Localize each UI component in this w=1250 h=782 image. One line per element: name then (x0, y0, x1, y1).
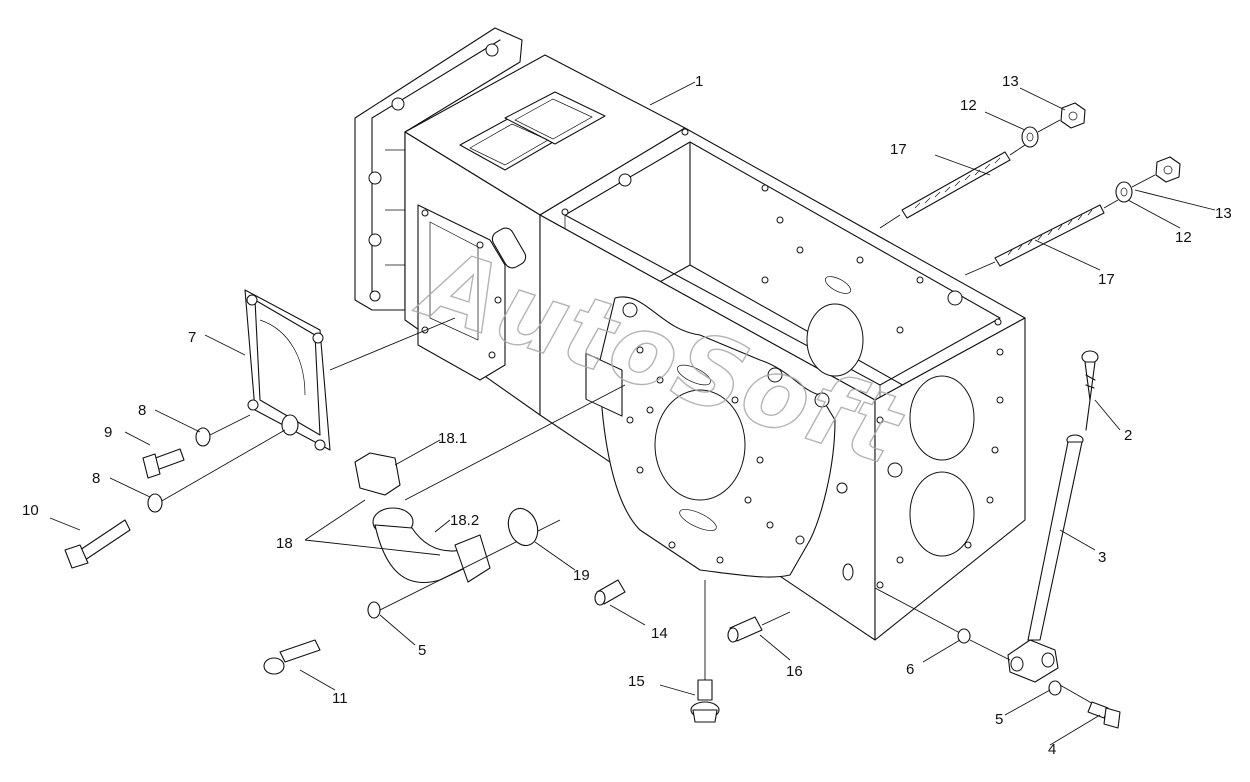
callout-13-lower: 13 (1215, 205, 1232, 222)
dowel-pin-16 (727, 611, 791, 643)
callout-18-1: 18.1 (438, 430, 467, 447)
callout-19: 19 (573, 567, 590, 584)
stud-assembly-upper (879, 102, 1086, 229)
bolt-10 (64, 429, 286, 569)
callout-15: 15 (628, 673, 645, 690)
sensor-15 (690, 580, 720, 723)
callout-1: 1 (695, 73, 703, 90)
side-cover (244, 289, 456, 451)
callout-10: 10 (22, 502, 39, 519)
dowel-pin-14 (594, 579, 626, 606)
callout-18: 18 (276, 535, 293, 552)
callout-11: 11 (332, 690, 348, 707)
callout-5-right: 5 (995, 711, 1003, 728)
callout-17-upper: 17 (890, 141, 907, 158)
callout-12-upper: 12 (960, 97, 977, 114)
callout-8-upper: 8 (138, 402, 146, 419)
dipstick-tube (1007, 434, 1084, 683)
bolt-9 (142, 414, 251, 479)
callout-7: 7 (188, 329, 196, 346)
callout-17-lower: 17 (1098, 271, 1115, 288)
callout-16: 16 (786, 663, 803, 680)
o-ring-6 (874, 587, 1011, 661)
bolt-4 (1048, 680, 1121, 729)
dipstick (1081, 350, 1099, 431)
callout-12-lower: 12 (1175, 229, 1192, 246)
gearbox-housing (354, 27, 1026, 641)
bolt-11 (263, 639, 321, 675)
stud-assembly-lower (964, 156, 1181, 276)
callout-18-2: 18.2 (450, 512, 479, 529)
callout-8-lower: 8 (92, 470, 100, 487)
callout-3: 3 (1098, 549, 1106, 566)
callout-4: 4 (1048, 741, 1056, 758)
callout-leaders (49, 81, 1216, 746)
callout-6: 6 (906, 661, 914, 678)
callout-13-upper: 13 (1002, 73, 1019, 90)
callout-5-left: 5 (418, 642, 426, 659)
callout-9: 9 (104, 424, 112, 441)
callout-2: 2 (1124, 427, 1132, 444)
callout-14: 14 (651, 625, 668, 642)
o-ring-19 (507, 507, 539, 547)
